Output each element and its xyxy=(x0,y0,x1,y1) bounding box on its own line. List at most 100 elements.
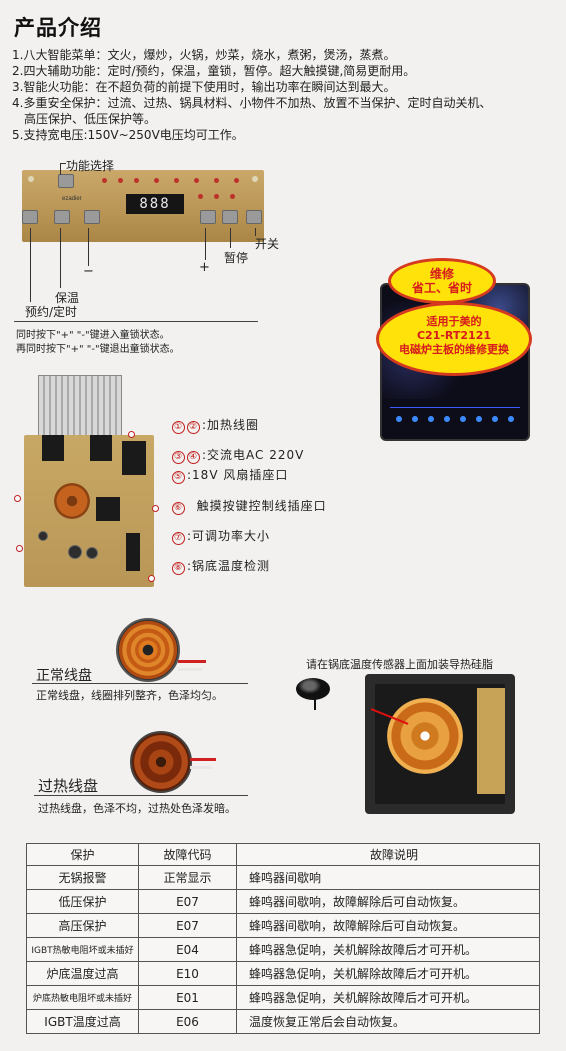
header-fault-code: 故障代码 xyxy=(138,843,237,866)
header-protection: 保护 xyxy=(26,843,139,866)
indicator-led xyxy=(102,178,107,183)
overheat-coil-desc: 过热线盘，色泽不均，过热处色泽发暗。 xyxy=(38,802,236,815)
divider xyxy=(14,321,258,322)
feature-line-2: 2.四大辅助功能：定时/预约，保温，童锁，暂停。超大触摸键,简易更耐用。 xyxy=(12,64,416,78)
coil-lead xyxy=(190,758,216,761)
photo-caption: 请在锅底温度传感器上面加装导热硅脂 xyxy=(306,658,493,671)
bubble-text: 维修 xyxy=(429,267,454,281)
cell-fault-desc: 蜂鸣器急促响，关机解除故障后才可开机。 xyxy=(236,961,540,986)
plus-key xyxy=(200,210,216,224)
cell-protection: 低压保护 xyxy=(26,889,139,914)
bubble-text: C21-RT2121 xyxy=(416,329,492,342)
timer-key xyxy=(22,210,38,224)
cell-fault-code: E10 xyxy=(138,961,237,986)
cell-fault-code: E07 xyxy=(138,889,237,914)
legend-text: :18V 风扇插座口 xyxy=(187,468,289,482)
divider xyxy=(34,795,248,796)
heating-coil-photo xyxy=(387,698,463,774)
normal-coil-title: 正常线盘 xyxy=(36,668,92,684)
coil-lead xyxy=(178,660,206,663)
normal-coil-image xyxy=(116,618,180,682)
sensor-wire xyxy=(314,698,316,710)
temperature-sensor-image xyxy=(296,678,330,700)
electrolytic-capacitor xyxy=(38,531,48,541)
interior-pcb xyxy=(477,688,505,794)
bubble-text: 适用于美的 xyxy=(426,315,482,328)
keep-warm-key xyxy=(54,210,70,224)
capacitor-block xyxy=(126,533,140,571)
legend-power: ⑦:可调功率大小 xyxy=(172,527,270,545)
indicator-led xyxy=(214,178,219,183)
legend-num: ⑧ xyxy=(172,562,185,575)
pause-key xyxy=(222,210,238,224)
legend-num: ② xyxy=(187,421,200,434)
callout-line xyxy=(88,228,89,266)
feature-line-1: 1.八大智能菜单：文火，爆炒，火锅，炒菜，烧水，煮粥，煲汤，蒸煮。 xyxy=(12,48,396,62)
label-pause: 暂停 xyxy=(224,251,249,265)
indicator-led xyxy=(134,178,139,183)
legend-fan: ⑤:18V 风扇插座口 xyxy=(172,466,288,484)
table-row: 炉底温度过高 E10 蜂鸣器急促响，关机解除故障后才可开机。 xyxy=(26,961,540,986)
capacitor-block xyxy=(96,497,120,521)
bubble-text: 电磁炉主板的维修更换 xyxy=(399,343,509,356)
board-brand: ezadier xyxy=(62,196,82,202)
coil-lead xyxy=(190,766,212,769)
legend-num: ⑦ xyxy=(172,532,185,545)
child-lock-note-1: 同时按下"+" "-"键进入童锁状态。 xyxy=(16,330,170,341)
marker-1 xyxy=(128,431,135,438)
cell-fault-code: E01 xyxy=(138,985,237,1010)
cell-fault-code: E07 xyxy=(138,913,237,938)
indicator-led xyxy=(174,178,179,183)
indicator-led xyxy=(118,178,123,183)
indicator-led xyxy=(198,194,203,199)
indicator-led xyxy=(230,194,235,199)
cell-protection: 炉底热敏电阻坏或未插好 xyxy=(26,985,139,1010)
marker-5 xyxy=(148,575,155,582)
callout-line xyxy=(60,163,66,164)
table-row: IGBT温度过高 E06 温度恢复正常后会自动恢复。 xyxy=(26,1009,540,1034)
overheat-coil-title: 过热线盘 xyxy=(38,777,99,795)
rectifier xyxy=(90,435,112,461)
table-row: 无锅报警 正常显示 蜂鸣器间歇响 xyxy=(26,865,540,890)
callout-line xyxy=(60,163,61,175)
overheat-coil-image xyxy=(130,731,192,793)
relay xyxy=(122,441,146,475)
choke-coil xyxy=(54,483,90,519)
legend-text: :加热线圈 xyxy=(202,418,260,432)
legend-touch: ⑥ 触摸按键控制线插座口 xyxy=(172,497,327,515)
legend-num: ⑤ xyxy=(172,471,185,484)
callout-line xyxy=(30,228,31,302)
cell-protection: IGBT温度过高 xyxy=(26,1009,139,1034)
divider xyxy=(32,683,248,684)
callout-line xyxy=(230,228,231,248)
callout-line xyxy=(205,228,206,260)
legend-num: ④ xyxy=(187,451,200,464)
heatsink xyxy=(38,375,122,437)
legend-text: 触摸按键控制线插座口 xyxy=(196,499,327,513)
control-board-image: ezadier 888 xyxy=(22,170,264,242)
cell-fault-code: E06 xyxy=(138,1009,237,1034)
marker-4 xyxy=(16,545,23,552)
cell-fault-desc: 蜂鸣器间歇响 xyxy=(236,865,540,890)
minus-key xyxy=(84,210,100,224)
label-plus: + xyxy=(199,260,210,275)
label-function-select: 功能选择 xyxy=(66,159,115,173)
electrolytic-capacitor xyxy=(68,545,82,559)
legend-num: ⑥ xyxy=(172,502,185,515)
table-header-row: 保护 故障代码 故障说明 xyxy=(26,843,540,866)
led-display: 888 xyxy=(126,194,184,214)
feature-line-5: 5.支持宽电压:150V~250V电压均可工作。 xyxy=(12,128,244,142)
legend-text: :交流电AC 220V xyxy=(202,448,305,462)
table-row: 低压保护 E07 蜂鸣器间歇响，故障解除后可自动恢复。 xyxy=(26,889,540,914)
page-title: 产品介绍 xyxy=(14,16,102,40)
main-board-image xyxy=(14,375,159,587)
cooker-touch-panel xyxy=(390,407,520,429)
marker-2 xyxy=(14,495,21,502)
indicator-led xyxy=(154,178,159,183)
cell-protection: 高压保护 xyxy=(26,913,139,938)
bubble-text: 省工、省时 xyxy=(411,281,472,295)
cell-fault-desc: 温度恢复正常后会自动恢复。 xyxy=(236,1009,540,1034)
mounting-hole xyxy=(252,176,258,182)
legend-num: ① xyxy=(172,421,185,434)
